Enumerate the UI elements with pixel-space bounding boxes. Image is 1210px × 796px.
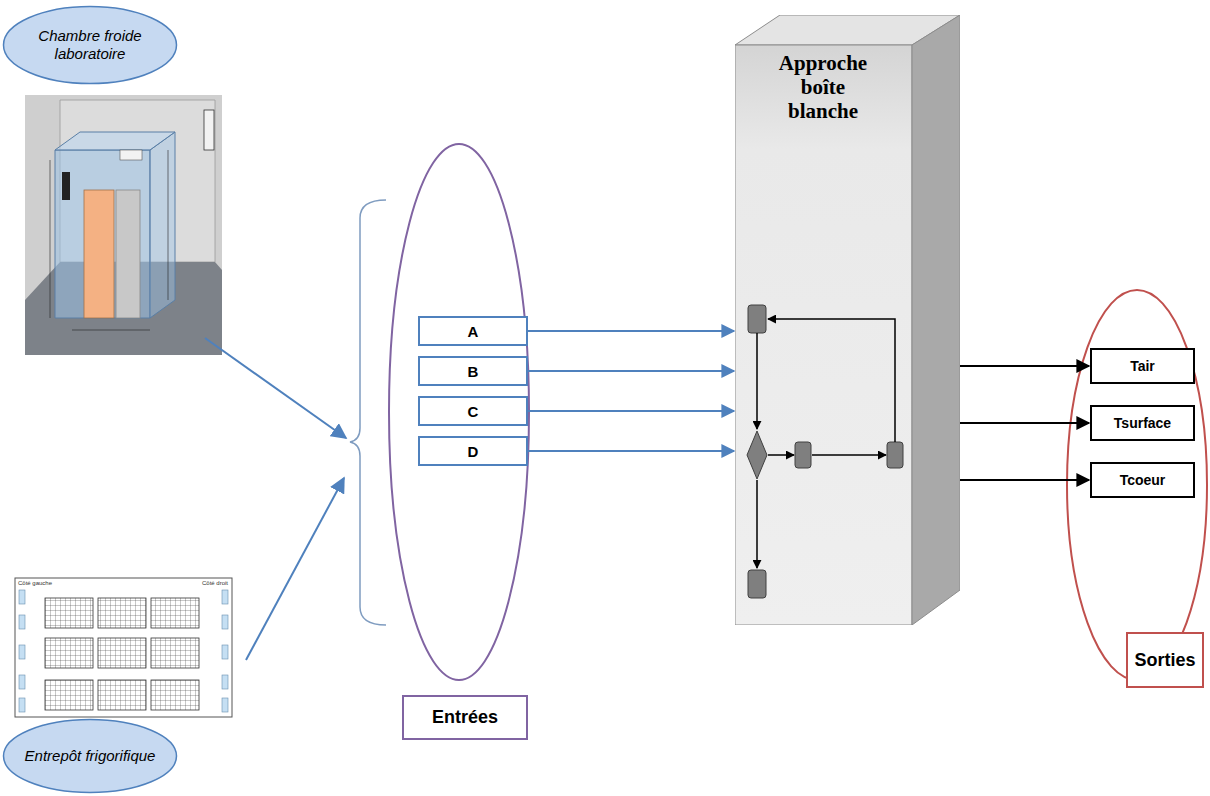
connector-arrow bbox=[528, 450, 734, 452]
plan-side-label: Côté gauche bbox=[18, 580, 52, 586]
node-label: Sorties bbox=[1134, 650, 1195, 671]
rack bbox=[45, 680, 93, 710]
rack bbox=[151, 638, 199, 668]
flow-arrow bbox=[205, 338, 346, 438]
rack bbox=[151, 680, 199, 710]
group-caption-box: Entrées bbox=[402, 695, 528, 740]
plan-side-label: Côté droit bbox=[202, 580, 228, 586]
flow-arrow bbox=[756, 333, 758, 429]
flow-arrow bbox=[812, 454, 886, 456]
flow-block bbox=[795, 442, 811, 468]
cooling-unit bbox=[222, 698, 228, 712]
input-box: B bbox=[418, 356, 528, 386]
node-label: Tcoeur bbox=[1120, 472, 1166, 488]
outputs-ellipse bbox=[1067, 290, 1207, 680]
cooling-unit bbox=[222, 590, 228, 604]
flow-arrow bbox=[246, 478, 344, 660]
connector-arrow bbox=[528, 330, 734, 332]
connector-arrow bbox=[528, 410, 734, 412]
curly-bracket bbox=[350, 200, 386, 625]
output-box: Tcoeur bbox=[1090, 462, 1195, 498]
node-label: Entrepôt frigorifique bbox=[3, 747, 178, 765]
node-label: Tair bbox=[1130, 358, 1155, 374]
flow-decision bbox=[747, 431, 767, 479]
site-ellipse: Chambre froide laboratoire bbox=[2, 5, 178, 85]
rack bbox=[98, 680, 146, 710]
inputs-ellipse bbox=[389, 144, 529, 680]
output-box: Tair bbox=[1090, 348, 1195, 384]
rack bbox=[45, 638, 93, 668]
node-label: A bbox=[468, 323, 479, 340]
connector-arrow bbox=[960, 422, 1089, 424]
node-label: Chambre froide laboratoire bbox=[2, 27, 178, 63]
input-box: C bbox=[418, 396, 528, 426]
node-label: D bbox=[468, 443, 479, 460]
connector-arrow bbox=[960, 479, 1089, 481]
flow-arrow bbox=[768, 454, 794, 456]
cooling-unit bbox=[222, 645, 228, 659]
group-caption-box: Sorties bbox=[1126, 632, 1204, 688]
rack bbox=[98, 598, 146, 628]
connector-arrow bbox=[960, 365, 1089, 367]
cooling-unit bbox=[19, 645, 25, 659]
input-box: D bbox=[418, 436, 528, 466]
cooling-unit bbox=[19, 675, 25, 689]
flow-arrow bbox=[756, 480, 758, 568]
cooling-unit bbox=[222, 615, 228, 629]
input-box: A bbox=[418, 316, 528, 346]
cold-room-illustration bbox=[25, 95, 222, 355]
site-ellipse: Entrepôt frigorifique bbox=[2, 718, 178, 794]
connector-arrow bbox=[528, 370, 734, 372]
cooling-unit bbox=[19, 698, 25, 712]
ellipse-outline bbox=[4, 720, 177, 793]
rack bbox=[45, 598, 93, 628]
model-title: Approche boîte blanche bbox=[767, 51, 879, 123]
flow-block bbox=[887, 442, 903, 468]
flow-arrow bbox=[768, 319, 895, 442]
box-front-face bbox=[735, 45, 912, 625]
rack bbox=[151, 598, 199, 628]
node-label: Entrées bbox=[432, 707, 498, 728]
cooling-unit bbox=[19, 615, 25, 629]
cooling-unit bbox=[222, 675, 228, 689]
warehouse-plan-illustration bbox=[15, 578, 232, 717]
cooling-unit bbox=[19, 590, 25, 604]
node-label: B bbox=[468, 363, 479, 380]
output-box: Tsurface bbox=[1090, 405, 1195, 441]
box-side-face bbox=[912, 15, 960, 625]
node-label: Tsurface bbox=[1114, 415, 1171, 431]
node-label: C bbox=[468, 403, 479, 420]
flow-block bbox=[748, 570, 766, 598]
white-box-model: Approche boîte blanche bbox=[735, 15, 960, 625]
rack bbox=[98, 638, 146, 668]
flow-block bbox=[748, 305, 766, 333]
